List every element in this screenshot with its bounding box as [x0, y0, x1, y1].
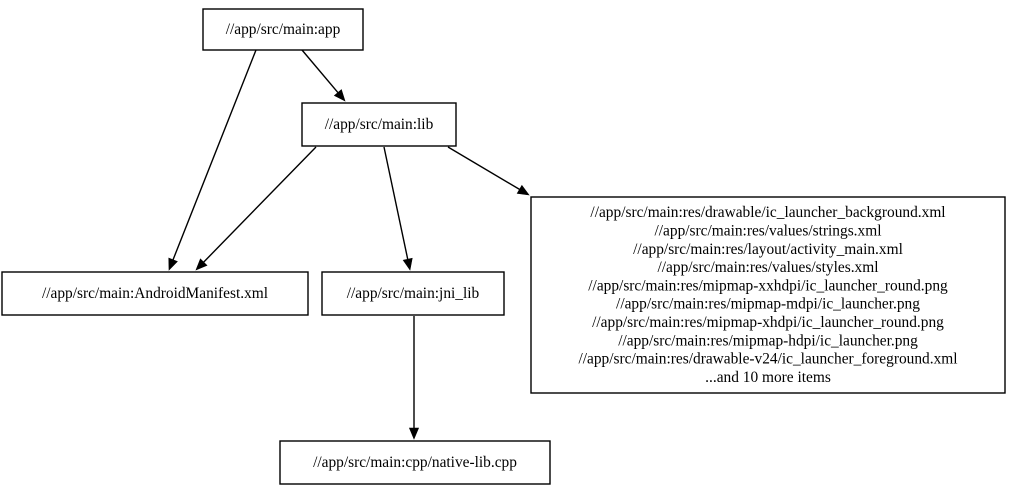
- node-box[interactable]: [301, 102, 457, 147]
- node-label-line: //app/src/main:res/drawable/ic_launcher_…: [590, 204, 945, 221]
- node-box[interactable]: [279, 440, 551, 485]
- graph-node-app[interactable]: //app/src/main:app: [202, 8, 364, 51]
- node-label-line: //app/src/main:AndroidManifest.xml: [42, 285, 268, 302]
- node-label-line: //app/src/main:res/mipmap-hdpi/ic_launch…: [618, 332, 918, 349]
- edge-line: [383, 146, 409, 260]
- arrowhead-icon: [408, 427, 420, 440]
- graph-edge-lib-to-manifest: [195, 146, 317, 271]
- graph-edge-app-to-lib: [301, 49, 346, 102]
- edge-layer: [168, 49, 530, 440]
- edge-line: [447, 146, 520, 190]
- node-label-line: //app/src/main:res/mipmap-xxhdpi/ic_laun…: [588, 277, 948, 294]
- node-label: //app/src/main:res/drawable/ic_launcher_…: [578, 204, 957, 386]
- node-label: //app/src/main:cpp/native-lib.cpp: [313, 454, 517, 471]
- graph-edge-app-to-manifest: [168, 49, 257, 271]
- node-label-line: //app/src/main:res/mipmap-mdpi/ic_launch…: [616, 295, 920, 312]
- graph-node-native_lib[interactable]: //app/src/main:cpp/native-lib.cpp: [279, 440, 551, 485]
- node-label-line: //app/src/main:lib: [325, 116, 434, 133]
- node-label-line: //app/src/main:app: [226, 21, 341, 38]
- node-box[interactable]: [202, 8, 364, 51]
- graph-node-resources[interactable]: //app/src/main:res/drawable/ic_launcher_…: [530, 196, 1006, 394]
- node-label-line: //app/src/main:res/layout/activity_main.…: [633, 240, 903, 257]
- arrowhead-icon: [195, 258, 208, 271]
- node-label: //app/src/main:lib: [325, 116, 434, 133]
- node-label-line: //app/src/main:res/mipmap-xhdpi/ic_launc…: [592, 313, 944, 330]
- graph-node-jni_lib[interactable]: //app/src/main:jni_lib: [321, 271, 505, 316]
- node-label-line: //app/src/main:res/values/strings.xml: [655, 222, 882, 239]
- edge-line: [301, 49, 339, 94]
- graph-node-manifest[interactable]: //app/src/main:AndroidManifest.xml: [1, 271, 309, 316]
- node-label-line: //app/src/main:cpp/native-lib.cpp: [313, 454, 517, 471]
- edge-line: [203, 146, 317, 263]
- node-label-line: //app/src/main:res/drawable-v24/ic_launc…: [578, 350, 957, 367]
- node-box[interactable]: [530, 196, 1006, 394]
- arrowhead-icon: [402, 257, 413, 271]
- node-label: //app/src/main:AndroidManifest.xml: [42, 285, 268, 302]
- node-label: //app/src/main:jni_lib: [347, 285, 480, 302]
- arrowhead-icon: [333, 89, 346, 102]
- arrowhead-icon: [516, 184, 530, 196]
- node-label-line: //app/src/main:jni_lib: [347, 285, 480, 302]
- node-label-line: ...and 10 more items: [705, 368, 831, 385]
- node-box[interactable]: [321, 271, 505, 316]
- node-box[interactable]: [1, 271, 309, 316]
- node-label-line: //app/src/main:res/values/styles.xml: [658, 259, 879, 276]
- node-label: //app/src/main:app: [226, 21, 341, 38]
- graph-edge-jni-lib-to-native-lib: [408, 316, 420, 440]
- node-layer: //app/src/main:app //app/src/main:lib //ap…: [1, 8, 1006, 485]
- edge-line: [172, 49, 257, 261]
- graph-edge-lib-to-resources: [447, 146, 530, 196]
- graph-node-lib[interactable]: //app/src/main:lib: [301, 102, 457, 147]
- arrowhead-icon: [168, 257, 178, 271]
- graph-edge-lib-to-jni-lib: [383, 146, 413, 271]
